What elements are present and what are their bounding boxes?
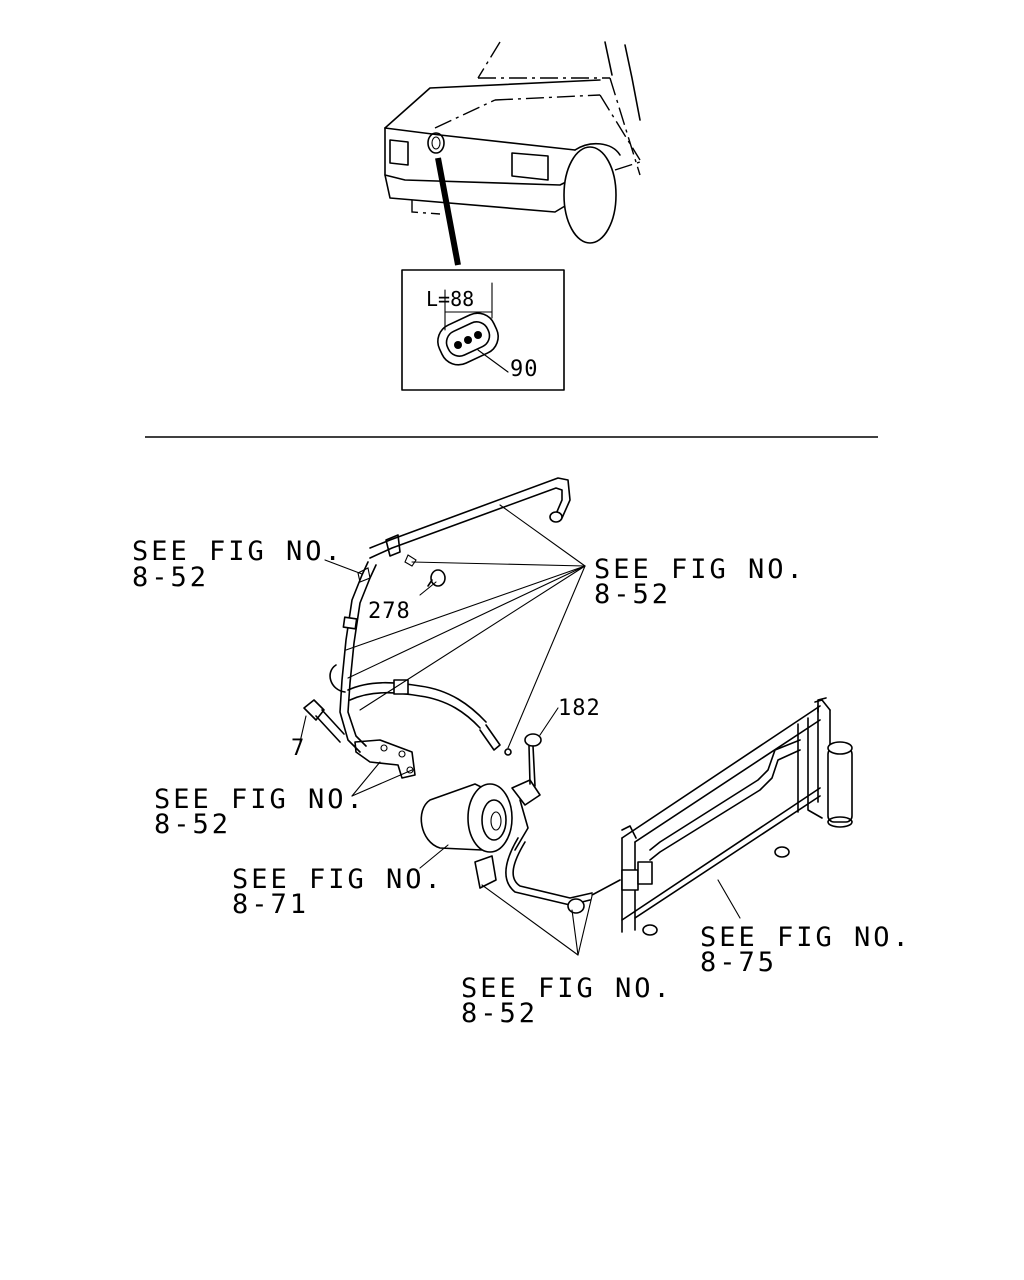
length-label: L=88 xyxy=(426,287,474,311)
part-278-label: 278 xyxy=(368,599,411,624)
ref-top-right-line2: 8-52 xyxy=(594,579,671,610)
part-90-label: 90 xyxy=(510,357,539,382)
ref-condenser-line1: SEE FIG NO. xyxy=(700,922,912,953)
inset-frame xyxy=(401,269,565,391)
ref-top-left-line2: 8-52 xyxy=(132,562,209,593)
bolt-278-icon xyxy=(427,569,446,587)
ref-compressor-line2: 8-71 xyxy=(232,889,309,920)
bolt-182-icon xyxy=(524,733,542,787)
part-7-label: 7 xyxy=(291,736,305,761)
callout-labels: SEE FIG NO. 8-52 SEE FIG NO. 8-52 278 18… xyxy=(132,536,912,1029)
emblem-badge-icon xyxy=(437,312,499,366)
ref-bottom-line2: 8-52 xyxy=(461,998,538,1029)
ref-mid-left-line2: 8-52 xyxy=(154,809,231,840)
bolt-7-icon xyxy=(303,699,345,743)
ref-top-right-line1: SEE FIG NO. xyxy=(594,554,806,585)
ref-top-left-line1: SEE FIG NO. xyxy=(132,536,344,567)
condenser-icon xyxy=(621,697,853,936)
vehicle-front-sketch xyxy=(384,41,641,266)
part-182-label: 182 xyxy=(558,696,601,721)
emblem-inset: L=88 90 xyxy=(401,269,565,391)
ac-piping-assembly xyxy=(303,477,571,787)
ref-mid-left-line1: SEE FIG NO. xyxy=(154,784,366,815)
leader-lines xyxy=(299,504,741,956)
ref-compressor-line1: SEE FIG NO. xyxy=(232,864,444,895)
ref-condenser-line2: 8-75 xyxy=(700,947,777,978)
ref-bottom-line1: SEE FIG NO. xyxy=(461,973,673,1004)
compressor-icon xyxy=(420,779,541,889)
